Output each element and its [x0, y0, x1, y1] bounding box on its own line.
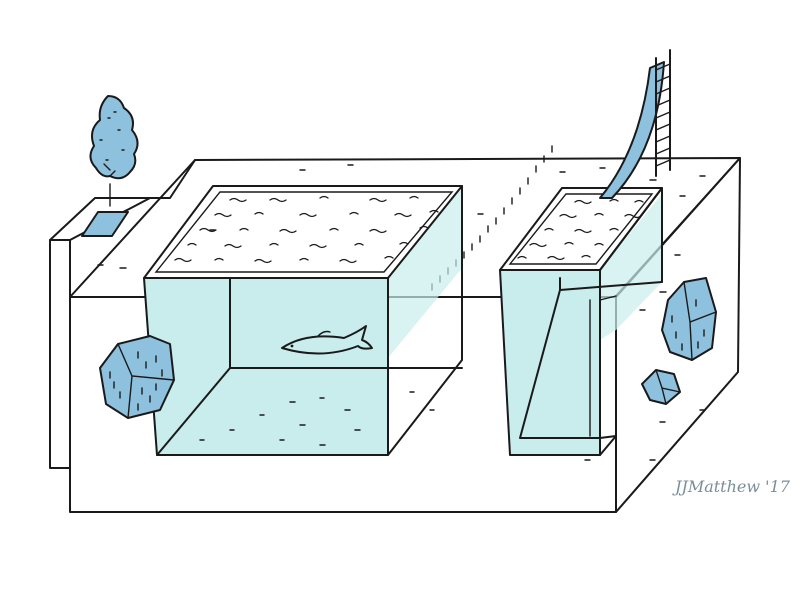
artist-signature: JJMatthew '17: [672, 477, 791, 496]
left-pool: [143, 185, 463, 456]
right-pool: [499, 187, 663, 456]
fish: [281, 325, 373, 355]
rock-left: [99, 335, 175, 419]
rock-right-large: [661, 277, 717, 361]
ladder: [655, 49, 671, 177]
tree: [81, 95, 139, 237]
rock-right-small: [641, 369, 681, 405]
slide: [599, 61, 665, 199]
